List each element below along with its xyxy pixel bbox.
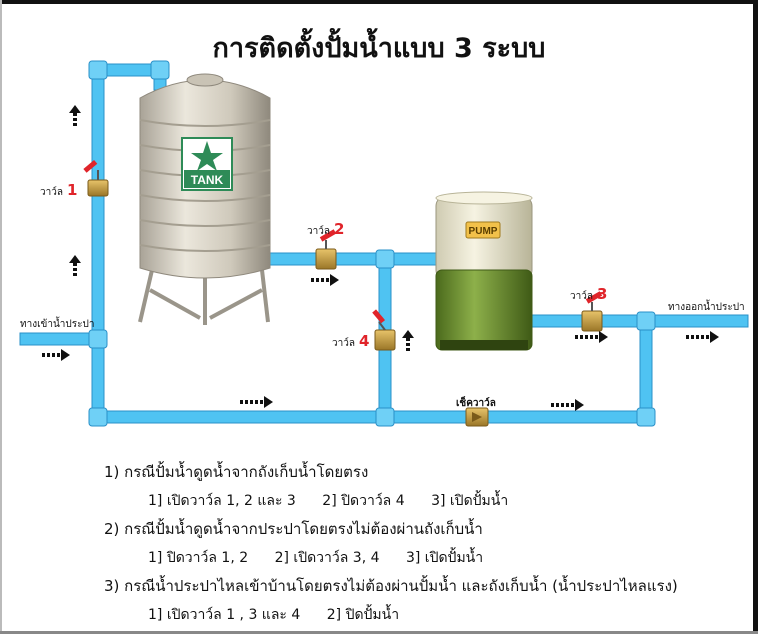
frame-bottom-border	[0, 631, 758, 634]
valve-2	[315, 229, 337, 270]
pump-label-text: PUMP	[469, 226, 498, 237]
water-tank	[138, 73, 271, 325]
arrow-up-icon	[69, 105, 81, 126]
case-1-step-3: 3] เปิดปั้มน้ำ	[431, 493, 509, 509]
check-valve	[465, 407, 489, 427]
water-pump	[435, 191, 533, 351]
flow-arrows	[42, 105, 719, 411]
valve-3	[581, 291, 603, 332]
case-1-step-1: 1] เปิดวาว์ล 1, 2 และ 3	[148, 493, 296, 509]
valve-4	[372, 309, 396, 351]
tank-logo-text: TANK	[191, 173, 224, 187]
case-1-step-2: 2] ปิดวาว์ล 4	[322, 493, 405, 509]
check-valve-label: เช็ควาว์ล	[456, 398, 496, 409]
arrow-up-icon	[402, 330, 414, 351]
case-2-step-1: 1] ปิดวาว์ล 1, 2	[148, 550, 249, 566]
valve-1	[83, 159, 109, 197]
arrow-right-icon	[240, 396, 273, 408]
frame-right-border	[753, 0, 758, 634]
case-3-step-2: 2] ปิดปั้มน้ำ	[326, 607, 400, 623]
case-3-steps: 1] เปิดวาว์ล 1 , 3 และ 4 2] ปิดปั้มน้ำ	[148, 604, 421, 626]
arrow-right-icon	[575, 331, 608, 343]
case-3-step-1: 1] เปิดวาว์ล 1 , 3 และ 4	[148, 607, 301, 623]
arrow-right-icon	[311, 274, 339, 286]
case-2-title: 2) กรณีปั้มน้ำดูดน้ำจากประปาโดยตรงไม่ต้อ…	[104, 520, 483, 538]
arrow-up-icon	[69, 255, 81, 276]
case-1-title: 1) กรณีปั้มน้ำดูดน้ำจากถังเก็บน้ำโดยตรง	[104, 463, 369, 481]
page-title: การติดตั้งปั้มน้ำแบบ 3 ระบบ	[212, 33, 546, 64]
star-icon	[191, 141, 223, 171]
pipe-bottom-line	[91, 410, 653, 424]
inlet-label: ทางเข้าน้ำประปา	[20, 319, 95, 330]
case-2-steps: 1] ปิดวาว์ล 1, 2 2] เปิดวาว์ล 3, 4 3] เป…	[148, 547, 505, 569]
pipe-right-vertical	[639, 314, 653, 424]
outlet-label: ทางออกน้ำประปา	[668, 302, 745, 313]
case-2-step-3: 3] เปิดปั้มน้ำ	[405, 550, 484, 566]
arrow-right-icon	[42, 349, 70, 361]
pipe-joints	[88, 60, 656, 427]
pipe-network	[19, 63, 749, 424]
arrow-right-icon	[686, 331, 719, 343]
pipe-tank-to-pump	[263, 252, 441, 266]
frame-left-border	[0, 0, 2, 634]
frame-top-border	[0, 0, 758, 4]
case-1-steps: 1] เปิดวาว์ล 1, 2 และ 3 2] ปิดวาว์ล 4 3]…	[148, 490, 530, 512]
pipe-left-riser	[91, 67, 105, 421]
case-3-title: 3) กรณีน้ำประปาไหลเข้าบ้านโดยตรงไม่ต้องผ…	[104, 577, 678, 595]
plumbing-diagram: TANK PUMP	[19, 60, 749, 427]
case-2-step-2: 2] เปิดวาว์ล 3, 4	[274, 550, 380, 566]
arrow-right-icon	[551, 399, 584, 411]
